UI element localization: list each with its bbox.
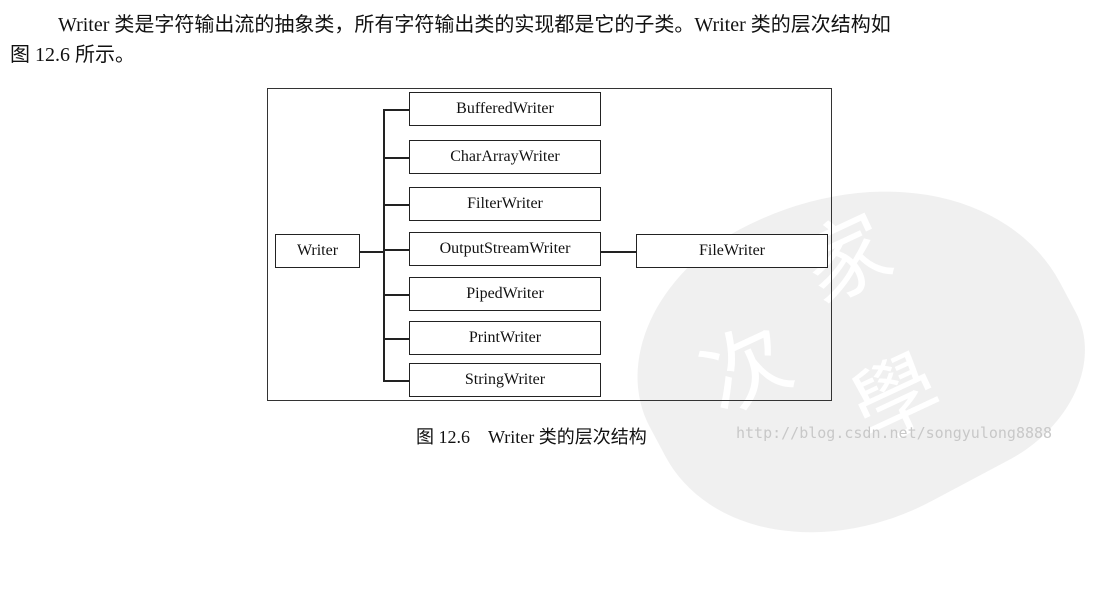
node-stringwriter: StringWriter [409, 363, 601, 397]
connector-filewriter [601, 251, 636, 253]
node-outputstreamwriter: OutputStreamWriter [409, 232, 601, 266]
caption-number: 图 12.6 [416, 427, 470, 447]
node-bufferedwriter: BufferedWriter [409, 92, 601, 126]
branch-2 [383, 204, 409, 206]
branch-0 [383, 109, 409, 111]
url-watermark: http://blog.csdn.net/songyulong8888 [736, 424, 1053, 442]
figure-caption: 图 12.6 Writer 类的层次结构 [416, 423, 647, 449]
node-pipedwriter: PipedWriter [409, 277, 601, 311]
node-writer: Writer [275, 234, 360, 268]
node-filewriter: FileWriter [636, 234, 828, 268]
trunk-line [383, 109, 385, 380]
branch-1 [383, 157, 409, 159]
node-chararraywriter: CharArrayWriter [409, 140, 601, 174]
intro-line-1: Writer 类是字符输出流的抽象类，所有字符输出类的实现都是它的子类。Writ… [58, 14, 891, 36]
node-printwriter: PrintWriter [409, 321, 601, 355]
branch-6 [383, 380, 409, 382]
caption-text: Writer 类的层次结构 [488, 427, 647, 447]
branch-3 [383, 249, 409, 251]
intro-line-2: 图 12.6 所示。 [10, 44, 135, 66]
branch-5 [383, 338, 409, 340]
connector-root [360, 251, 384, 253]
intro-paragraph: Writer 类是字符输出流的抽象类，所有字符输出类的实现都是它的子类。Writ… [10, 10, 1095, 70]
branch-4 [383, 294, 409, 296]
diagram-frame [267, 88, 832, 401]
node-filterwriter: FilterWriter [409, 187, 601, 221]
